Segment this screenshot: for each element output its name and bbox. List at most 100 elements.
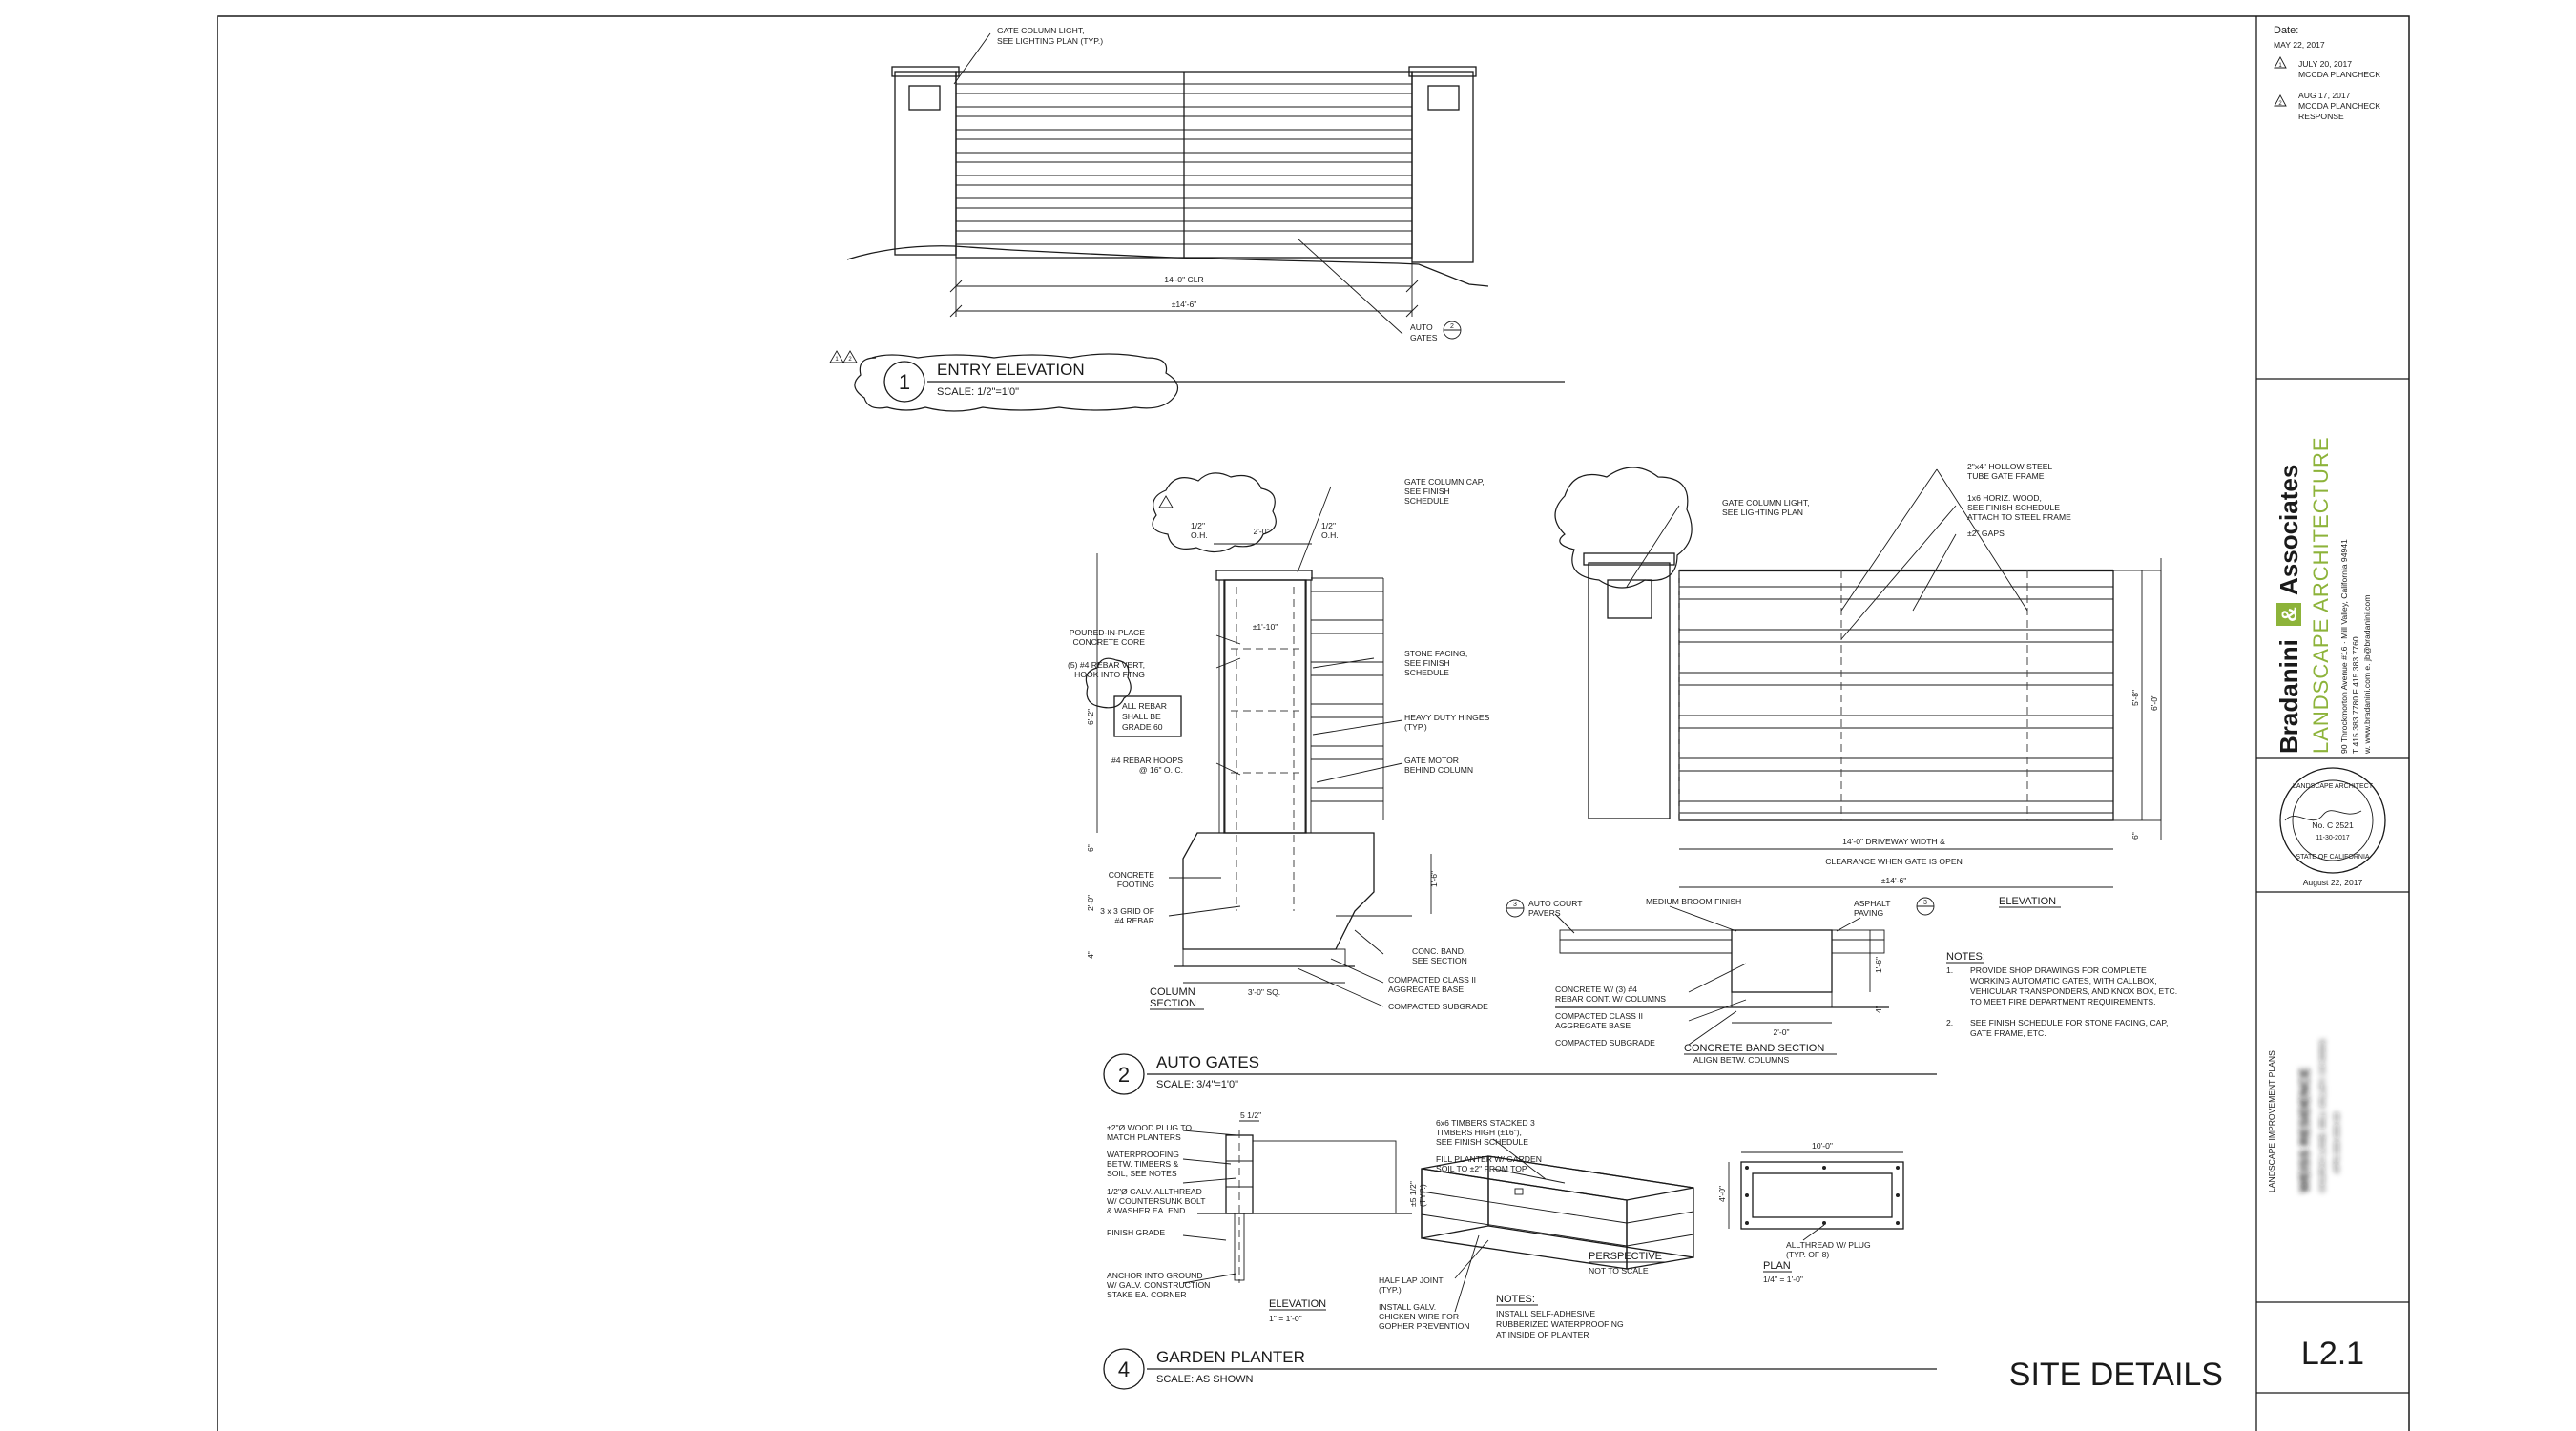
- revision-1-desc: MCCDA PLANCHECK: [2298, 70, 2380, 79]
- revision-block: Date: MAY 22, 2017 1 JULY 20, 2017 MCCDA…: [2274, 25, 2380, 121]
- elevation-title: ELEVATION: [1999, 896, 2056, 907]
- dim-left-half: 1/2": [1191, 521, 1205, 530]
- persp-label-halflap-1: HALF LAP JOINT: [1379, 1275, 1444, 1285]
- callout-gates-2: GATES: [1410, 333, 1438, 342]
- label-footing-2: FOOTING: [1117, 880, 1154, 889]
- svg-text:1: 1: [2278, 63, 2282, 69]
- dim-16: 1'-6": [1429, 871, 1439, 887]
- persp-title: PERSPECTIVE: [1589, 1251, 1662, 1262]
- project-info: LANDSCAPE IMPROVEMENT PLANS WEISS RESIDE…: [2267, 1038, 2341, 1192]
- planter-dim-side: ±5 1/2": [1408, 1181, 1418, 1207]
- elev-label-light-2: SEE LIGHTING PLAN: [1722, 508, 1803, 517]
- revision-2-desc-2: RESPONSE: [2298, 112, 2344, 121]
- notes-title: NOTES:: [1946, 951, 1985, 963]
- gate-frame: [1678, 570, 2114, 821]
- detail-1-entry-elevation: 14'-0" CLR ±14'-6" GATE COLUMN LIGHT, SE…: [829, 26, 1565, 412]
- signature-mark: [2284, 810, 2362, 821]
- persp-label-chicken-1: INSTALL GALV.: [1379, 1302, 1436, 1312]
- dim-4in: 4": [1086, 951, 1095, 959]
- planter-label-grade: FINISH GRADE: [1107, 1228, 1165, 1237]
- grade-line: [846, 245, 1489, 287]
- callout-light-1: GATE COLUMN LIGHT,: [997, 26, 1085, 35]
- label-rebar-box-3: GRADE 60: [1122, 722, 1163, 732]
- column-light: [1607, 579, 1652, 619]
- label-core-1: POURED-IN-PLACE: [1070, 628, 1146, 637]
- column-light: [1427, 85, 1460, 111]
- stamp-bottom: STATE OF CALIFORNIA: [2296, 854, 2369, 861]
- detail-2-concrete-band: 3 AUTO COURT PAVERS MEDIUM BROOM FINISH …: [1506, 897, 1935, 1065]
- concrete-band: [1731, 929, 1833, 993]
- revision-triangle-icon: [829, 350, 844, 363]
- dim-6in: 6": [1086, 844, 1095, 852]
- band-label-pavers-2: PAVERS: [1528, 908, 1561, 918]
- revision-triangle-icon: [1158, 495, 1174, 508]
- dim-width: 2'-0": [1253, 527, 1269, 536]
- detail-1-scale: SCALE: 1/2"=1'0": [937, 386, 1019, 398]
- persp-label-chicken-3: GOPHER PREVENTION: [1379, 1321, 1470, 1331]
- dim-overall: ±14'-6": [1172, 300, 1197, 309]
- dim-clear: 14'-0" CLR: [1164, 275, 1203, 284]
- revision-1-date: JULY 20, 2017: [2298, 59, 2352, 69]
- label-band-2: SEE SECTION: [1412, 956, 1467, 965]
- elev-label-boards-2: SEE FINISH SCHEDULE: [1967, 503, 2060, 512]
- firm-amp: &: [2277, 607, 2301, 622]
- revision-cloud: [1554, 467, 1693, 589]
- date-label: Date:: [2274, 25, 2298, 36]
- band-label-base-1: COMPACTED CLASS II: [1555, 1011, 1643, 1021]
- dim-58: 5'-8": [2130, 690, 2140, 706]
- firm-sub: LANDSCAPE ARCHITECTURE: [2309, 436, 2333, 754]
- label-cap-1: GATE COLUMN CAP,: [1404, 477, 1485, 487]
- dim-oh-right: O.H.: [1321, 530, 1339, 540]
- label-core-2: CONCRETE CORE: [1073, 637, 1146, 647]
- svg-text:2: 2: [2278, 101, 2282, 107]
- elev-label-gaps: ±2" GAPS: [1967, 529, 2005, 538]
- svg-text:2: 2: [1450, 323, 1454, 330]
- label-subgrade: COMPACTED SUBGRADE: [1388, 1002, 1488, 1011]
- persp-label-timbers-1: 6x6 TIMBERS STACKED 3: [1436, 1118, 1535, 1128]
- label-hoops-2: @ 16" O. C.: [1139, 765, 1183, 775]
- planter-label-plug-1: ±2"Ø WOOD PLUG TO: [1107, 1123, 1192, 1132]
- svg-text:3: 3: [1513, 902, 1517, 908]
- column-section-title-1: COLUMN: [1150, 986, 1195, 998]
- gate-column-right: [1411, 71, 1474, 263]
- plan-scale: 1/4" = 1'-0": [1763, 1275, 1803, 1284]
- gate-boards: [956, 83, 1412, 245]
- dim-60: 6'-0": [2150, 695, 2159, 711]
- plan-title: PLAN: [1763, 1260, 1791, 1272]
- stamp-date: August 22, 2017: [2303, 878, 2363, 887]
- planter-dim-side-2: (TYP.): [1418, 1184, 1427, 1207]
- label-motor-1: GATE MOTOR: [1404, 756, 1459, 765]
- band-label-broom: MEDIUM BROOM FINISH: [1646, 897, 1741, 906]
- planter-soil: [1252, 1140, 1397, 1214]
- label-base-2: AGGREGATE BASE: [1388, 985, 1464, 994]
- dim-oh-left: O.H.: [1191, 530, 1208, 540]
- firm-phone: T 415.383.7780 F 415.383.7760: [2351, 636, 2360, 754]
- note-2-line-1: SEE FINISH SCHEDULE FOR STONE FACING, CA…: [1970, 1018, 2168, 1027]
- stamp-mid: No. C 2521: [2312, 820, 2354, 830]
- dim-drive-1: 14'-0" DRIVEWAY WIDTH &: [1842, 837, 1945, 846]
- aggregate-base: [1182, 948, 1346, 967]
- persp-label-fill-1: FILL PLANTER W/ GARDEN: [1436, 1154, 1542, 1164]
- persp-label-timbers-3: SEE FINISH SCHEDULE: [1436, 1137, 1528, 1147]
- persp-label-timbers-2: TIMBERS HIGH (±16"),: [1436, 1128, 1522, 1137]
- revision-triangle-icon: [2274, 94, 2287, 107]
- label-motor-2: BEHIND COLUMN: [1404, 765, 1473, 775]
- persp-label-chicken-2: CHICKEN WIRE FOR: [1379, 1312, 1459, 1321]
- firm-web: w. www.bradanini.com e. jb@bradanini.com: [2362, 595, 2372, 755]
- dim-right-half: 1/2": [1321, 521, 1336, 530]
- stake: [1234, 1213, 1245, 1281]
- note-1-line-3: VEHICULAR TRANSPONDERS, AND KNOX BOX, ET…: [1970, 986, 2177, 996]
- label-rebar-vert-2: HOOK INTO FTNG: [1074, 670, 1145, 679]
- detail-1-number: 1: [899, 370, 910, 394]
- plan-dim-h: 4'-0": [1717, 1186, 1727, 1202]
- plan-callout-1: ALLTHREAD W/ PLUG: [1786, 1240, 1871, 1250]
- plan-outline: [1740, 1161, 1904, 1230]
- detail-number-bubble: [883, 361, 925, 403]
- dim-core: ±1'-10": [1253, 622, 1278, 632]
- label-cap-2: SEE FINISH: [1404, 487, 1450, 496]
- project-address-blurred: CHURCH LANE, MILL VALLEY, CA 94941: [2317, 1038, 2327, 1192]
- planter-front: [1421, 1168, 1628, 1270]
- label-grid-2: #4 REBAR: [1114, 916, 1154, 925]
- date-value: MAY 22, 2017: [2274, 40, 2325, 50]
